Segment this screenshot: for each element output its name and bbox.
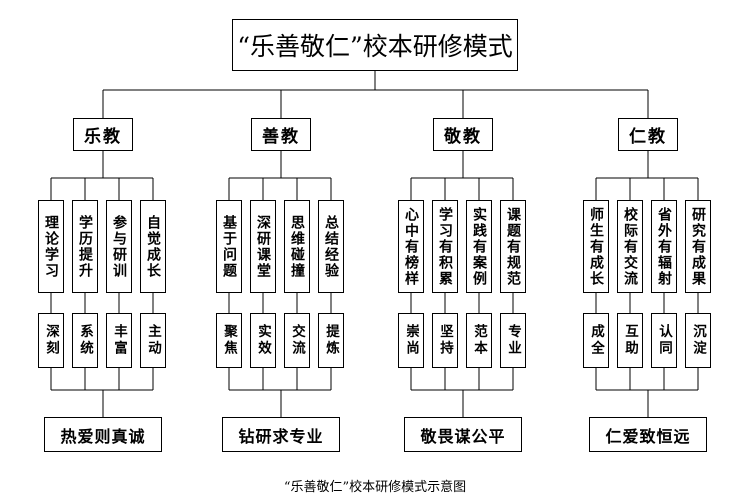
sub-item-box: 总结经验 xyxy=(318,200,344,293)
keyword-box: 系统 xyxy=(72,313,98,368)
sub-item-box: 心中有榜样 xyxy=(398,200,424,293)
sub-item-box: 研究有成果 xyxy=(685,200,711,293)
keyword-box: 崇尚 xyxy=(398,313,424,368)
keyword-box: 认同 xyxy=(651,313,677,368)
result-box: 钻研求专业 xyxy=(222,417,340,452)
sub-item-box: 深研课堂 xyxy=(250,200,276,293)
sub-item-box: 课题有规范 xyxy=(500,200,526,293)
keyword-box: 聚焦 xyxy=(216,313,242,368)
category-box: 敬教 xyxy=(433,118,493,151)
sub-item-box: 参与研训 xyxy=(106,200,132,293)
category-box: 善教 xyxy=(251,118,311,151)
sub-item-box: 师生有成长 xyxy=(583,200,609,293)
category-box: 仁教 xyxy=(618,118,678,151)
keyword-box: 实效 xyxy=(250,313,276,368)
result-box: 仁爱致恒远 xyxy=(589,417,707,452)
diagram-title: “乐善敬仁”校本研修模式 xyxy=(232,19,518,71)
result-box: 敬畏谋公平 xyxy=(404,417,522,452)
keyword-box: 专业 xyxy=(500,313,526,368)
sub-item-box: 实践有案例 xyxy=(466,200,492,293)
keyword-box: 深刻 xyxy=(38,313,64,368)
sub-item-box: 校际有交流 xyxy=(617,200,643,293)
sub-item-box: 省外有辐射 xyxy=(651,200,677,293)
sub-item-box: 基于问题 xyxy=(216,200,242,293)
sub-item-box: 学习有积累 xyxy=(432,200,458,293)
keyword-box: 范本 xyxy=(466,313,492,368)
sub-item-box: 自觉成长 xyxy=(140,200,166,293)
keyword-box: 交流 xyxy=(284,313,310,368)
diagram-caption: “乐善敬仁”校本研修模式示意图 xyxy=(283,480,467,495)
diagram-title-text: “乐善敬仁”校本研修模式 xyxy=(237,32,513,61)
keyword-box: 成全 xyxy=(583,313,609,368)
keyword-box: 坚持 xyxy=(432,313,458,368)
sub-item-box: 理论学习 xyxy=(38,200,64,293)
keyword-box: 沉淀 xyxy=(685,313,711,368)
category-box: 乐教 xyxy=(73,118,133,151)
keyword-box: 丰富 xyxy=(106,313,132,368)
sub-item-box: 学历提升 xyxy=(72,200,98,293)
result-box: 热爱则真诚 xyxy=(44,417,162,452)
keyword-box: 提炼 xyxy=(318,313,344,368)
keyword-box: 互助 xyxy=(617,313,643,368)
keyword-box: 主动 xyxy=(140,313,166,368)
sub-item-box: 思维碰撞 xyxy=(284,200,310,293)
